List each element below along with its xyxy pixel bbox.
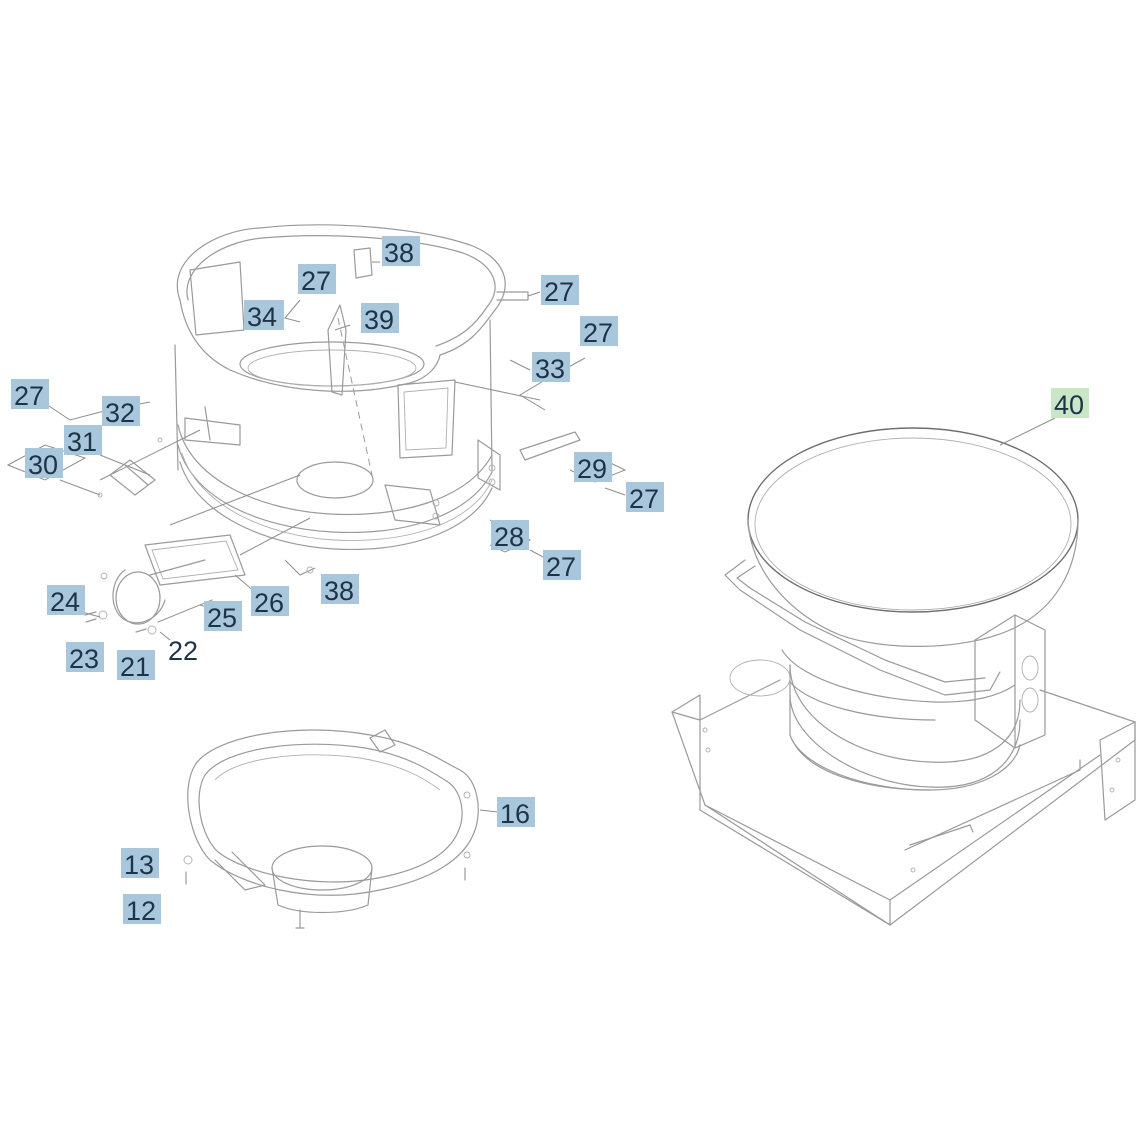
- callout-box: [251, 586, 289, 616]
- callout-box: [25, 448, 63, 478]
- complete-unit-assembly: [671, 417, 1136, 926]
- callout-box: [117, 650, 155, 680]
- callout-c1-22: 22: [168, 636, 198, 666]
- callout-c1-21: 21: [117, 650, 155, 682]
- callout-box: [541, 275, 579, 305]
- callout-text: 21: [120, 652, 150, 682]
- callout-text: 38: [324, 576, 354, 606]
- callout-box: [204, 601, 242, 631]
- callout-c2-12: 12: [123, 894, 161, 926]
- callout-text: 39: [364, 305, 394, 335]
- callout-c1-26: 26: [251, 586, 289, 618]
- callout-c1-32: 32: [102, 396, 140, 428]
- callout-text: 26: [254, 588, 284, 618]
- callout-c3-40: 40: [1051, 388, 1089, 420]
- callout-text: 22: [168, 636, 198, 666]
- callout-text: 31: [67, 427, 97, 457]
- callout-box: [121, 848, 159, 878]
- callout-c1-30: 30: [25, 448, 63, 480]
- callout-text: 34: [247, 302, 277, 332]
- callout-box: [123, 894, 161, 924]
- callout-box: [532, 352, 570, 382]
- callout-text: 23: [69, 644, 99, 674]
- callout-box: [298, 264, 336, 294]
- callout-c1-27-b: 27: [541, 275, 579, 307]
- callout-c1-38-top: 38: [382, 236, 420, 268]
- callout-c1-34: 34: [244, 300, 284, 332]
- callout-box: [382, 236, 420, 266]
- callout-text: 27: [546, 552, 576, 582]
- callout-c1-33: 33: [532, 352, 570, 384]
- callout-box: [626, 482, 664, 512]
- callout-text: 27: [14, 381, 44, 411]
- callout-text: 40: [1054, 390, 1084, 420]
- drum-housing-assembly: [6, 224, 627, 641]
- callout-box: [497, 797, 535, 827]
- callout-c1-27-d: 27: [11, 379, 49, 411]
- callout-text: 27: [629, 484, 659, 514]
- callout-c2-16: 16: [497, 797, 535, 829]
- callout-c1-31: 31: [64, 425, 102, 457]
- callout-text: 32: [105, 398, 135, 428]
- callout-box: [580, 316, 618, 346]
- callout-c1-27-f: 27: [543, 550, 581, 582]
- callout-box: [64, 425, 102, 455]
- callout-c1-25: 25: [204, 601, 242, 633]
- callout-box: [1051, 388, 1089, 418]
- callout-text: 13: [124, 850, 154, 880]
- callout-text: 16: [500, 799, 530, 829]
- callout-text: 38: [384, 238, 414, 268]
- callout-box: [47, 585, 85, 615]
- callout-box: [11, 379, 49, 409]
- callout-text: 27: [544, 277, 574, 307]
- callout-text: 33: [535, 354, 565, 384]
- callout-c1-38-bottom: 38: [321, 574, 359, 606]
- callout-text: 25: [207, 603, 237, 633]
- callout-c1-27-c: 27: [580, 316, 618, 348]
- callout-box: [244, 300, 284, 330]
- callout-c1-23: 23: [66, 642, 104, 674]
- callout-c1-28: 28: [491, 520, 529, 552]
- callout-box: [102, 396, 140, 426]
- callout-c1-27-e: 27: [626, 482, 664, 514]
- callout-box: [491, 520, 529, 550]
- callout-c1-27-a: 27: [298, 264, 336, 296]
- callout-c1-39: 39: [361, 303, 399, 335]
- callout-text: 27: [583, 318, 613, 348]
- callout-box: [361, 303, 399, 333]
- callout-c2-13: 13: [121, 848, 159, 880]
- mounting-ring-assembly: [183, 729, 499, 929]
- callout-box: [543, 550, 581, 580]
- callout-text: 27: [301, 266, 331, 296]
- callout-c1-24: 24: [47, 585, 85, 617]
- callout-text: 24: [50, 587, 80, 617]
- callout-text: 29: [577, 454, 607, 484]
- callout-box: [321, 574, 359, 604]
- callout-box: [66, 642, 104, 672]
- callout-text: 30: [28, 450, 58, 480]
- callout-box: [574, 452, 612, 482]
- callout-text: 12: [126, 896, 156, 926]
- callout-c1-29: 29: [574, 452, 612, 484]
- callout-text: 28: [494, 522, 524, 552]
